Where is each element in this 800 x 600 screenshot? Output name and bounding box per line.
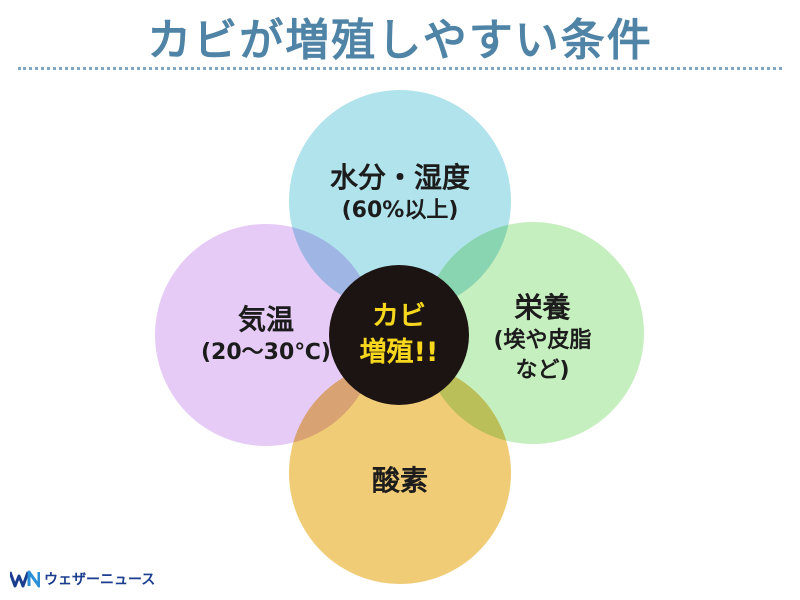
center-circle: カビ 増殖!! — [329, 265, 469, 405]
label-temperature-main: 気温 — [237, 303, 294, 336]
label-temperature: 気温 (20〜30℃) — [155, 302, 377, 368]
label-oxygen-main: 酸素 — [371, 464, 428, 497]
title-divider — [18, 67, 782, 70]
label-nutrition-sub1: (埃や皮脂 — [493, 328, 592, 353]
center-line1: カビ — [372, 301, 426, 332]
center-line2: 増殖!! — [359, 337, 439, 368]
label-temperature-sub: (20〜30℃) — [201, 340, 331, 365]
label-oxygen: 酸素 — [289, 463, 511, 499]
logo-text: ウェザーニュース — [44, 572, 156, 588]
wn-logo-icon — [10, 570, 40, 588]
page-title: カビが増殖しやすい条件 — [147, 15, 653, 66]
weathernews-logo: ウェザーニュース — [10, 568, 155, 590]
label-moisture-main: 水分・湿度 — [329, 161, 470, 194]
label-nutrition: 栄養 (埃や皮脂 など) — [460, 290, 625, 386]
label-nutrition-main: 栄養 — [514, 291, 571, 324]
label-moisture-sub: (60%以上) — [341, 198, 459, 223]
label-moisture: 水分・湿度 (60%以上) — [289, 160, 511, 226]
label-nutrition-sub2: など) — [515, 358, 570, 383]
